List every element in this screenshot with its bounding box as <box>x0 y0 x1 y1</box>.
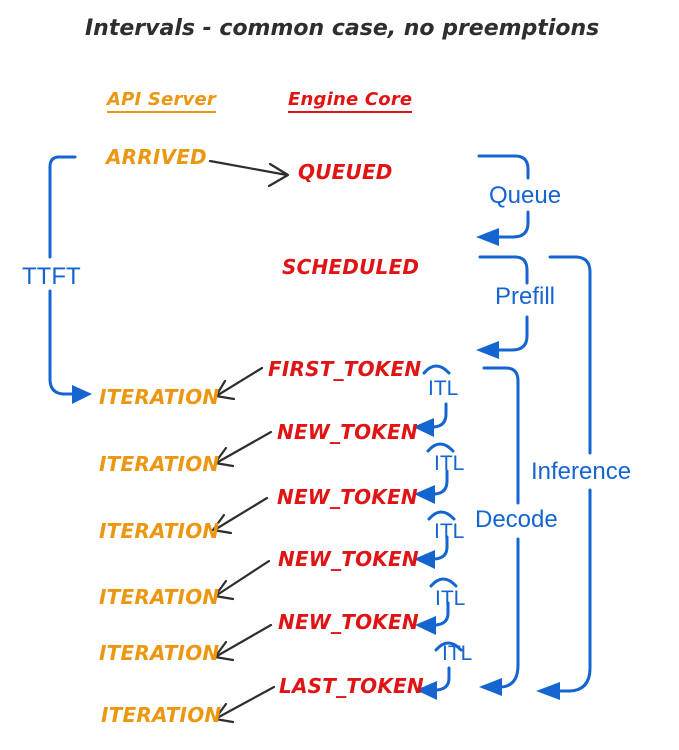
event-new-token-1: NEW_TOKEN <box>277 420 418 444</box>
itl-hook-arrow-3 <box>414 535 449 569</box>
interval-label-itl-5: ITL <box>442 642 473 665</box>
itl-hook-arrow-1 <box>413 402 448 437</box>
interval-label-queue: Queue <box>489 182 562 209</box>
new-token-4-to-iteration-arrow <box>213 623 273 662</box>
interval-label-itl-4: ITL <box>435 587 466 610</box>
event-iteration-5: ITERATION <box>99 641 220 665</box>
event-new-token-2: NEW_TOKEN <box>277 485 418 509</box>
new-token-1-to-iteration-arrow <box>213 430 273 468</box>
event-new-token-3: NEW_TOKEN <box>278 547 419 571</box>
interval-label-inference: Inference <box>531 458 632 485</box>
decode-bracket <box>479 366 520 696</box>
itl-hook-arrow-4 <box>415 601 450 635</box>
event-last-token: LAST_TOKEN <box>279 674 424 698</box>
ttft-arrowhead-icon <box>72 385 92 404</box>
inference-arrowhead-icon <box>536 682 560 700</box>
new-token-3-to-iteration-arrow <box>213 559 271 601</box>
inference-bracket <box>536 255 592 700</box>
event-scheduled: SCHEDULED <box>282 255 420 279</box>
event-new-token-4: NEW_TOKEN <box>278 610 419 634</box>
interval-label-prefill: Prefill <box>495 283 556 310</box>
arrived-to-queued-arrow <box>208 159 290 188</box>
queue-arrowhead-icon <box>476 228 499 246</box>
interval-label-ttft: TTFT <box>22 263 81 290</box>
itl-arc-5 <box>434 641 463 652</box>
prefill-arrowhead-icon <box>476 341 499 359</box>
interval-label-itl-3: ITL <box>434 520 465 543</box>
ttft-bracket <box>48 155 92 404</box>
last-token-to-iteration-arrow <box>213 685 276 724</box>
event-arrived: ARRIVED <box>106 145 207 169</box>
itl-hook-arrow-2 <box>414 469 449 504</box>
queue-bracket <box>476 154 530 246</box>
itl-hook-arrow-5 <box>416 666 451 700</box>
diagram-title: Intervals - common case, no preemptions <box>85 16 600 41</box>
event-iteration-4: ITERATION <box>99 585 220 609</box>
column-header-api-server: API Server <box>107 89 216 113</box>
event-first-token: FIRST_TOKEN <box>268 357 422 381</box>
prefill-bracket <box>476 255 529 359</box>
itl-arc-1 <box>422 364 451 375</box>
itl-arc-3 <box>427 510 456 521</box>
new-token-2-to-iteration-arrow <box>211 496 269 535</box>
event-iteration-2: ITERATION <box>99 452 220 476</box>
interval-label-itl-2: ITL <box>434 452 465 475</box>
itl-arc-4 <box>429 577 458 588</box>
interval-label-itl-1: ITL <box>428 377 459 400</box>
itl-arc-2 <box>426 442 455 453</box>
decode-arrowhead-icon <box>479 678 502 696</box>
event-iteration-3: ITERATION <box>99 519 220 543</box>
first-token-to-iteration-arrow <box>214 366 264 401</box>
event-queued: QUEUED <box>298 160 393 184</box>
event-iteration-6: ITERATION <box>101 703 222 727</box>
interval-label-decode: Decode <box>475 506 558 533</box>
event-iteration-1: ITERATION <box>99 385 220 409</box>
column-header-engine-core: Engine Core <box>288 89 413 113</box>
